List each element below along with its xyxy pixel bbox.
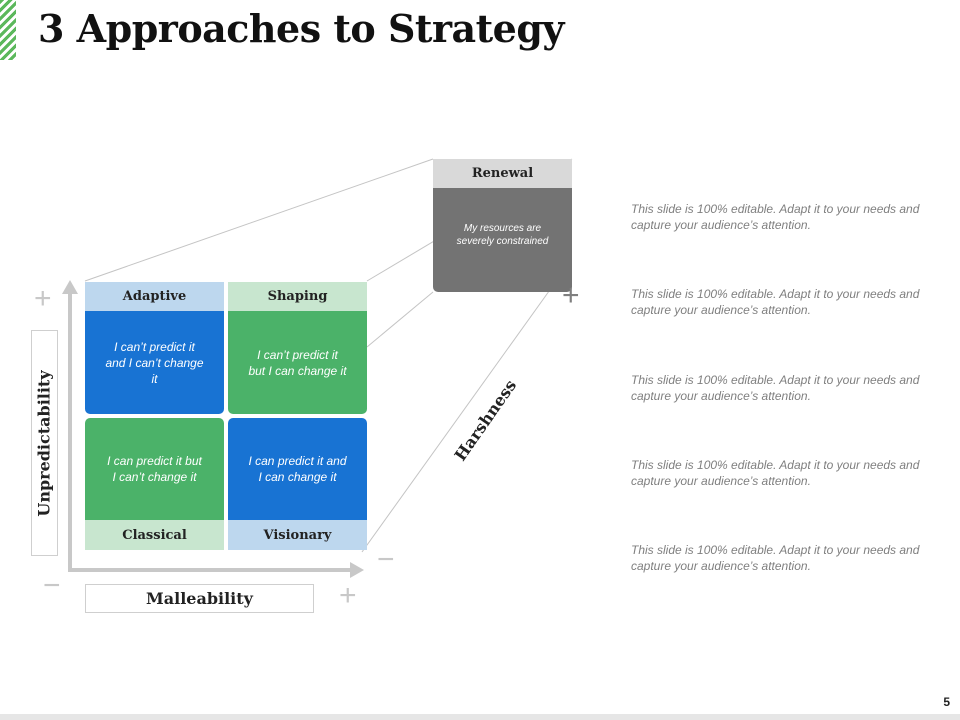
classical-label: Classical [85, 520, 224, 550]
harshness-axis-line [361, 279, 558, 553]
shaping-quadrant: I can’t predict it but I can change it [228, 311, 367, 414]
renewal-box: My resources are severely constrained [433, 188, 572, 292]
classical-text: I can predict it but I can’t change it [107, 454, 202, 484]
y-axis-label-box: Unpredictability [31, 330, 58, 556]
y-axis-arrowhead [62, 280, 78, 294]
origin-minus-sign: − [43, 569, 61, 602]
adaptive-label: Adaptive [85, 282, 224, 311]
description-text-5: This slide is 100% editable. Adapt it to… [631, 543, 920, 573]
y-axis-plus-sign: + [34, 282, 52, 315]
connector-line-middle [366, 291, 434, 348]
harshness-plus-sign: + [562, 279, 580, 312]
classical-quadrant: I can predict it but I can’t change it [85, 418, 224, 520]
connector-line-top-left [84, 158, 434, 282]
y-axis-label: Unpredictability [35, 369, 55, 517]
x-axis-arrowhead [350, 562, 364, 578]
x-axis-label: Malleability [85, 584, 314, 613]
description-text-4: This slide is 100% editable. Adapt it to… [631, 458, 920, 488]
description-text-3: This slide is 100% editable. Adapt it to… [631, 373, 920, 403]
description-text-2: This slide is 100% editable. Adapt it to… [631, 287, 920, 317]
shaping-text: I can’t predict it but I can change it [248, 347, 347, 378]
bottom-bar [0, 714, 960, 720]
accent-stripe [0, 0, 16, 60]
renewal-label: Renewal [433, 159, 572, 188]
visionary-text: I can predict it and I can change it [248, 454, 347, 484]
slide-title: 3 Approaches to Strategy [38, 6, 565, 51]
x-axis-plus-sign: + [339, 579, 357, 612]
description-text-1: This slide is 100% editable. Adapt it to… [631, 202, 920, 232]
page-number: 5 [943, 695, 950, 709]
renewal-text: My resources are severely constrained [456, 223, 549, 247]
shaping-label: Shaping [228, 282, 367, 311]
adaptive-text: I can’t predict it and I can’t change it [105, 339, 204, 386]
visionary-quadrant: I can predict it and I can change it [228, 418, 367, 520]
adaptive-quadrant: I can’t predict it and I can’t change it [85, 311, 224, 414]
harshness-minus-sign: − [377, 543, 395, 576]
visionary-label: Visionary [228, 520, 367, 550]
